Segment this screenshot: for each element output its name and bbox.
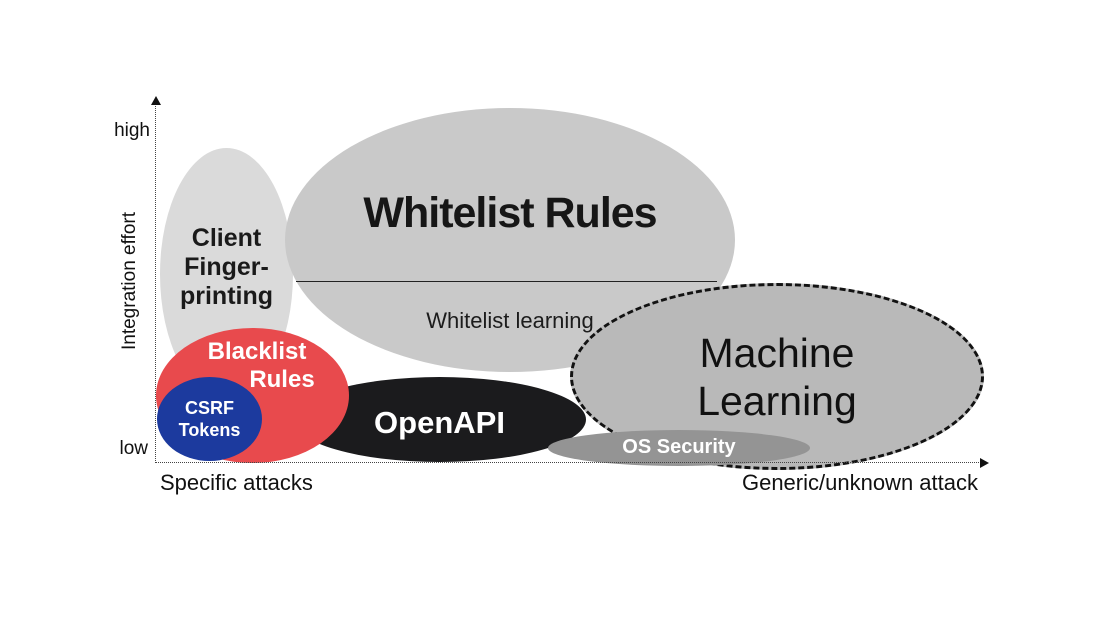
blacklist-rules-label-line1: Blacklist — [207, 338, 307, 365]
client-fingerprinting-label-line3: printing — [179, 282, 274, 310]
os-security-ellipse — [548, 430, 810, 466]
x-axis-label-left: Specific attacks — [160, 470, 313, 495]
x-axis-line — [155, 462, 983, 463]
y-axis-arrow-icon — [151, 96, 161, 105]
csrf-tokens-label: CSRF Tokens — [157, 397, 262, 441]
y-axis-line — [155, 104, 156, 463]
machine-learning-label-line2: Learning — [697, 378, 857, 424]
machine-learning-label: Machine Learning — [570, 329, 984, 425]
machine-learning-label-line1: Machine — [699, 330, 855, 376]
csrf-tokens-label-line2: Tokens — [178, 420, 241, 440]
client-fingerprinting-label-line1: Client — [191, 224, 262, 252]
csrf-tokens-ellipse — [157, 377, 262, 461]
blacklist-rules-label-line2: Rules — [249, 366, 315, 393]
y-axis-tick-high: high — [114, 120, 150, 141]
x-axis-label-right: Generic/unknown attack — [741, 470, 978, 495]
whitelist-learning-label: Whitelist learning — [426, 308, 594, 333]
whitelist-rules-title: Whitelist Rules — [363, 189, 657, 237]
client-fingerprinting-label-line2: Finger- — [184, 253, 269, 281]
openapi-label: OpenAPI — [374, 405, 505, 440]
whitelist-divider-line — [296, 281, 717, 282]
csrf-tokens-label-line1: CSRF — [185, 398, 234, 418]
x-axis-arrow-icon — [980, 458, 989, 468]
client-fingerprinting-label: Client Finger- printing — [160, 224, 293, 311]
y-axis-tick-low: low — [119, 438, 148, 459]
y-axis-title: Integration effort — [119, 211, 140, 351]
os-security-label: OS Security — [622, 436, 736, 458]
blacklist-rules-label: Blacklist Rules — [193, 338, 321, 394]
